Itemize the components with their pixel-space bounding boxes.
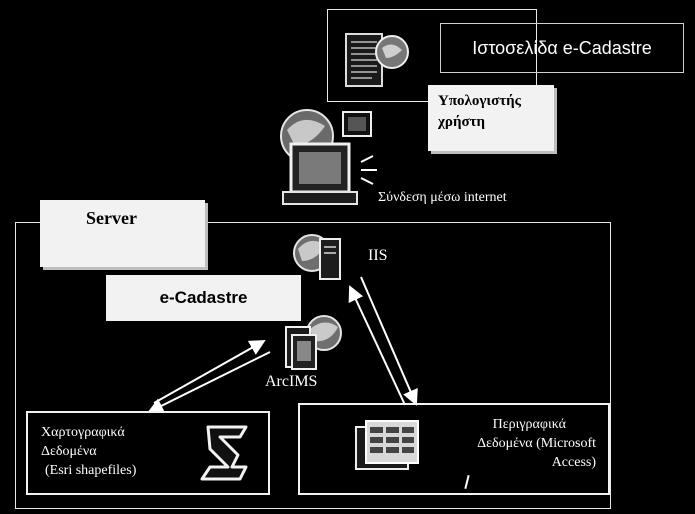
server-label: Server — [86, 208, 137, 228]
descriptive-line1: Περιγραφικά — [492, 417, 566, 432]
computer-icon — [280, 109, 377, 205]
website-panel — [327, 9, 537, 102]
arcims-icon — [285, 315, 342, 370]
user-computer-label-box: Υπολογιστής χρήστη — [428, 85, 554, 151]
server-frame — [15, 222, 611, 509]
cartographic-text: Χαρτογραφικά Δεδομένα (Esri shapefiles) — [41, 423, 136, 480]
cursor-mark — [464, 474, 470, 490]
cartographic-line1: Χαρτογραφικά — [41, 425, 125, 440]
cartographic-line3: (Esri shapefiles) — [45, 463, 137, 478]
document-icon — [345, 33, 409, 87]
iis-label: IIS — [368, 247, 388, 264]
user-computer-label-line1: Υπολογιστής — [438, 93, 522, 109]
arrow-descriptive-to-iis — [348, 285, 406, 406]
iis-server-icon — [293, 234, 341, 280]
cartographic-data-box: Χαρτογραφικά Δεδομένα (Esri shapefiles) — [26, 411, 270, 495]
ecadastre-label: e-Cadastre — [159, 288, 248, 307]
connection-label: Σύνδεση μέσω internet — [378, 190, 507, 205]
user-computer-label-line2: χρήστη — [438, 114, 486, 130]
website-label-box: Ιστοσελίδα e-Cadastre — [440, 23, 684, 73]
descriptive-data-box: Περιγραφικά Δεδομένα (Microsoft Access) — [298, 403, 610, 495]
arrow-iis-to-descriptive — [360, 276, 418, 406]
arrow-arcims-to-cartographic — [147, 351, 271, 413]
ecadastre-label-box: e-Cadastre — [106, 275, 301, 321]
cartographic-line2: Δεδομένα — [41, 444, 97, 459]
descriptive-text: Περιγραφικά Δεδομένα (Microsoft Access) — [450, 415, 596, 472]
descriptive-line2: Δεδομένα (Microsoft — [477, 436, 596, 451]
server-label-box: Server — [40, 200, 205, 267]
arcims-label: ArcIMS — [265, 373, 318, 390]
table-icon — [355, 420, 419, 470]
arrow-cartographic-to-arcims — [153, 340, 266, 404]
website-label: Ιστοσελίδα e-Cadastre — [472, 37, 652, 58]
shapefile-icon — [200, 425, 248, 481]
descriptive-line3: Access) — [551, 455, 596, 470]
